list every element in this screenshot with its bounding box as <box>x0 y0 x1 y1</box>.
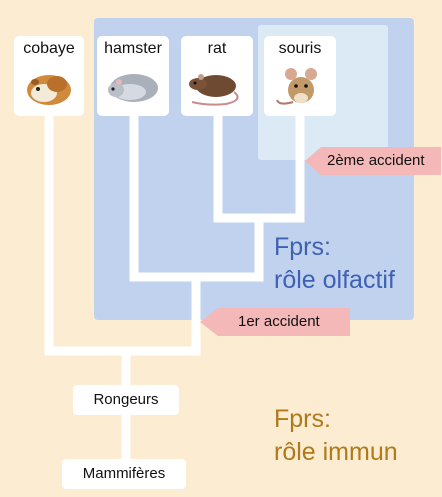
event-flag-2eme-accident: 2ème accident <box>305 147 441 175</box>
role-immun-label: Fprs: rôle immun <box>274 403 398 469</box>
mouse-icon <box>273 62 327 110</box>
node-rongeurs: Rongeurs <box>73 385 179 415</box>
species-label-cobaye: cobaye <box>14 40 84 58</box>
rat-icon <box>186 62 248 108</box>
role-olfactif-line2: rôle olfactif <box>274 264 395 297</box>
hamster-icon <box>104 62 162 108</box>
species-label-souris: souris <box>264 40 336 58</box>
species-label-rat: rat <box>181 40 253 58</box>
species-label-hamster: hamster <box>97 40 169 58</box>
role-olfactif-line1: Fprs: <box>274 231 395 264</box>
role-immun-line2: rôle immun <box>274 436 398 469</box>
species-card-cobaye: cobaye <box>14 36 84 116</box>
event-flag-1er-accident: 1er accident <box>200 308 350 336</box>
species-card-souris: souris <box>264 36 336 116</box>
branch-hamster <box>134 114 259 277</box>
node-mammiferes: Mammifères <box>62 459 186 489</box>
role-immun-line1: Fprs: <box>274 403 398 436</box>
guinea-pig-icon <box>24 62 74 108</box>
branch-rat-souris <box>218 114 300 218</box>
species-card-rat: rat <box>181 36 253 116</box>
species-card-hamster: hamster <box>97 36 169 116</box>
role-olfactif-label: Fprs: rôle olfactif <box>274 231 395 297</box>
branch-cobaye <box>49 114 196 351</box>
